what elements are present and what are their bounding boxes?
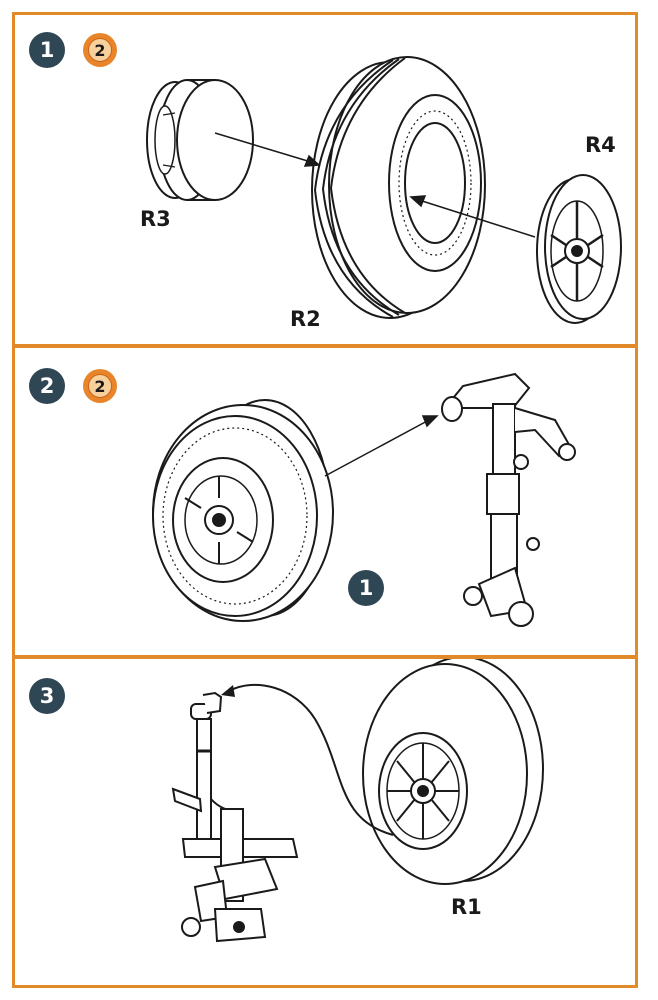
assembled-wheel <box>152 399 334 622</box>
subassembly-ref-1: 1 <box>348 570 384 606</box>
step-3-drawing <box>171 659 544 943</box>
refer-step-badge-icon: 2 <box>83 369 117 403</box>
step-1-drawing <box>146 56 622 324</box>
step-3-panel: 3 <box>12 656 638 988</box>
arrow-icon <box>221 683 394 836</box>
arrow-icon <box>214 132 536 238</box>
step-number-2: 2 <box>29 368 65 404</box>
part-label-r1: R1 <box>451 895 482 919</box>
arrow-icon <box>324 415 439 477</box>
hub-part-r3 <box>146 79 254 201</box>
hub-cap-part-r4 <box>536 174 622 324</box>
part-label-r4: R4 <box>585 133 616 157</box>
step-1-panel: 1 2 <box>12 12 638 347</box>
step-number-3: 3 <box>29 678 65 714</box>
part-label-r3: R3 <box>140 207 171 231</box>
tire-part-r2 <box>311 56 486 319</box>
wheel-part-r1 <box>362 659 544 885</box>
badge-number: 2 <box>88 38 112 62</box>
refer-step-badge-icon: 2 <box>83 33 117 67</box>
step-2-panel: 2 2 <box>12 345 638 658</box>
part-label-r2: R2 <box>290 307 321 331</box>
landing-gear-strut-assembly <box>171 691 299 943</box>
badge-number: 2 <box>88 374 112 398</box>
landing-gear-strut <box>441 372 576 627</box>
step-number-1: 1 <box>29 32 65 68</box>
step-2-drawing <box>152 372 576 627</box>
